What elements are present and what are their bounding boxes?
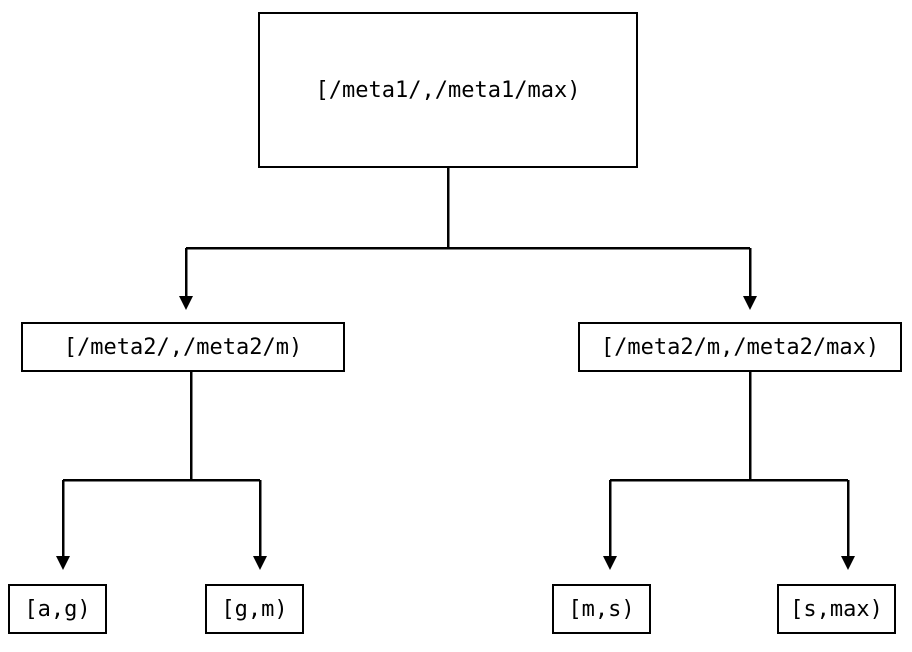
tree-node-leaf-3[interactable]: [m,s) [552,584,651,634]
tree-node-leaf-2[interactable]: [g,m) [205,584,304,634]
arrowhead-down-icon-leaf-1 [56,556,70,570]
arrowhead-down-icon-leaf-3 [603,556,617,570]
tree-node-root-label: [/meta1/,/meta1/max) [315,77,581,103]
tree-node-leaf-3-label: [m,s) [568,596,635,622]
arrowhead-down-icon-leaf-2 [253,556,267,570]
tree-node-mid-left-label: [/meta2/,/meta2/m) [63,334,303,360]
tree-node-leaf-1-label: [a,g) [24,596,91,622]
arrowhead-down-icon-mid-left [179,296,193,310]
arrowhead-down-icon-mid-right [743,296,757,310]
tree-node-mid-right[interactable]: [/meta2/m,/meta2/max) [578,322,902,372]
tree-node-mid-right-label: [/meta2/m,/meta2/max) [600,334,880,360]
tree-node-leaf-4-label: [s,max) [790,596,883,622]
arrowhead-down-icon-leaf-4 [841,556,855,570]
tree-node-root[interactable]: [/meta1/,/meta1/max) [258,12,638,168]
tree-node-leaf-4[interactable]: [s,max) [777,584,896,634]
tree-node-leaf-1[interactable]: [a,g) [8,584,107,634]
tree-node-leaf-2-label: [g,m) [221,596,288,622]
tree-node-mid-left[interactable]: [/meta2/,/meta2/m) [21,322,345,372]
